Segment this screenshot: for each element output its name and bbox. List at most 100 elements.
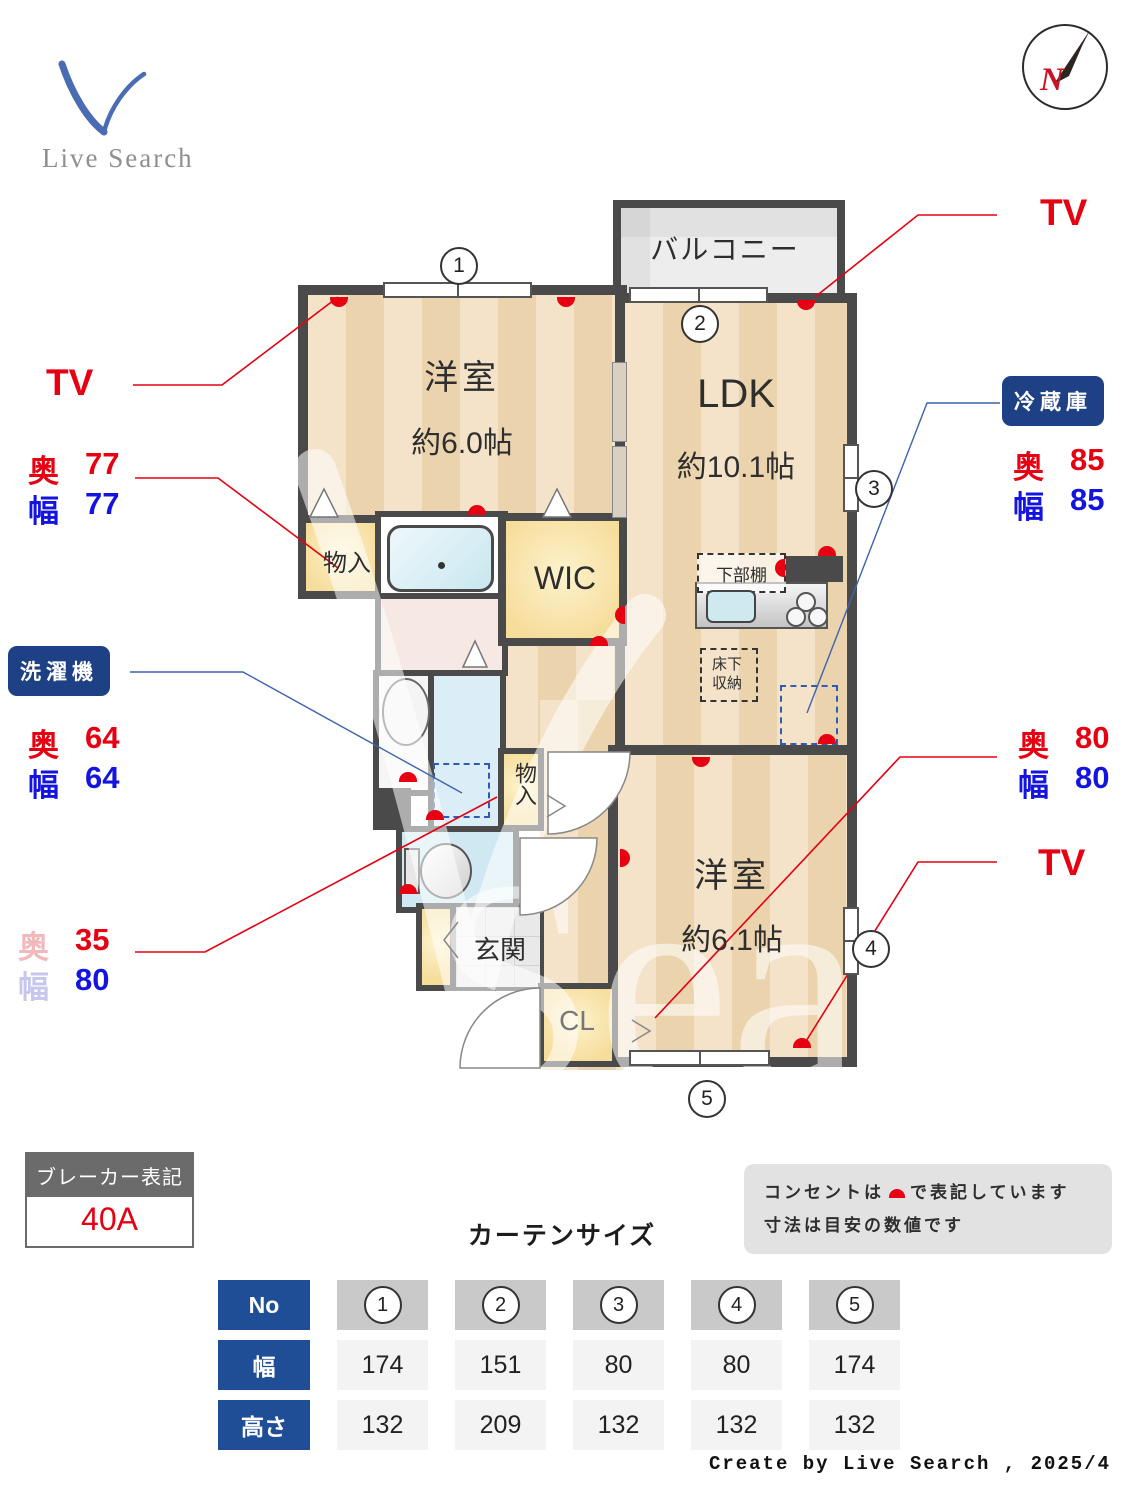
table-col-4: 4 [691,1280,782,1330]
tv-label-right-bottom: TV [1038,842,1086,883]
note-line1-prefix: コンセントは [764,1183,884,1202]
width-cell-5: 174 [809,1340,900,1390]
ldk-size: 約10.1帖 [676,451,796,484]
curtain-table-title: カーテンサイズ [467,1222,657,1250]
kitchen-shelf-label: 下部棚 [716,565,767,585]
width-key: 幅 [18,970,49,1005]
bedroom1-size: 約6.0帖 [411,427,513,460]
width-value: 80 [1075,760,1110,795]
bedroom-2 [608,745,857,1067]
washroom [375,593,508,676]
window-2 [629,287,768,303]
table-col-3: 3 [573,1280,664,1330]
note-line-2: 寸法は目安の数値です [764,1216,964,1236]
window-tag-number: 5 [701,1087,713,1110]
window-tag-number: 4 [865,937,877,960]
window-tag-1: 1 [440,247,478,285]
outlet-icon [818,734,836,744]
closet-width-measure: 幅 80 [1018,760,1109,805]
width-key: 幅 [28,768,59,803]
depth-key: 奥 [1018,728,1049,763]
width-value: 64 [85,760,120,795]
circled-number: 3 [599,1286,638,1324]
fridge-width-measure: 幅 85 [1013,482,1104,527]
outlet-icon [330,297,348,307]
bedroom2-size: 約6.1帖 [681,924,783,957]
storage-lower-label: 物入 [512,762,537,806]
legend-note: コンセントは で表記しています 寸法は目安の数値です [744,1164,1112,1255]
depth-value: 77 [85,446,120,481]
breaker-title: ブレーカー表記 [27,1154,192,1197]
bathtub [387,525,494,592]
table-col-2: 2 [455,1280,546,1330]
table-col-5: 5 [809,1280,900,1330]
window-tag-number: 2 [694,312,706,335]
compass-needle-icon [1054,30,1090,84]
closet-label: CL [559,1005,595,1036]
balcony-label: バルコニー [650,234,800,265]
note-line-1: コンセントは で表記しています [764,1176,1092,1209]
shoe-cabinet [416,903,456,991]
depth-value: 85 [1070,442,1105,477]
washer-depth-measure: 奥 64 [28,720,119,765]
table-header-no: No [218,1280,310,1330]
height-cell-3: 132 [573,1400,664,1450]
window-tag-number: 1 [453,254,465,277]
depth-value: 35 [75,922,110,957]
outlet-icon [889,1189,905,1198]
washer-width-measure: 幅 64 [28,760,119,805]
width-cell-1: 174 [337,1340,428,1390]
height-cell-5: 132 [809,1400,900,1450]
wic-label: WIC [533,560,597,596]
table-header-height: 高さ [218,1400,310,1450]
width-value: 80 [75,962,110,997]
width-key: 幅 [1018,768,1049,803]
fridge-badge: 冷蔵庫 [1002,376,1104,426]
compass-icon: N [1022,24,1108,110]
bedroom2-name: 洋室 [694,857,770,895]
window-tag-2: 2 [681,305,719,343]
outlet-icon [797,300,815,310]
storage-depth-measure: 奥 77 [28,446,119,491]
storage-width-measure: 幅 77 [28,486,119,531]
width-cell-4: 80 [691,1340,782,1390]
table-col-1: 1 [337,1280,428,1330]
credit-text: Create by Live Search , 2025/4 [708,1453,1111,1475]
window-tag-5: 5 [688,1080,726,1118]
note-line1-suffix: で表記しています [910,1183,1070,1202]
circled-number: 1 [363,1286,402,1324]
bedroom-1 [298,285,627,527]
height-cell-2: 209 [455,1400,546,1450]
window-3 [843,444,859,512]
sliding-partition [612,362,627,442]
depth-key: 奥 [28,728,59,763]
tv-label-right-top: TV [1040,192,1088,233]
toilet-width-measure: 幅 80 [18,962,109,1007]
logo-text: Live Search [42,143,194,173]
width-key: 幅 [1013,490,1044,525]
width-value: 77 [85,486,120,521]
bedroom1-name: 洋室 [424,359,500,397]
window-tag-3: 3 [855,470,893,508]
width-key: 幅 [28,494,59,529]
window-tag-number: 3 [868,477,880,500]
washbasin [382,678,430,746]
width-value: 85 [1070,482,1105,517]
circled-number: 4 [717,1286,756,1324]
outlet-icon [775,559,785,577]
entrance-label: 玄関 [473,935,526,965]
closet-depth-measure: 奥 80 [1018,720,1109,765]
width-cell-2: 151 [455,1340,546,1390]
kitchen-shelf-box: 下部棚 [697,553,786,593]
sliding-partition [612,446,627,518]
depth-key: 奥 [28,454,59,489]
circled-number: 2 [481,1286,520,1324]
floor-storage-label: 床下収納 [712,656,743,692]
outlet-icon [557,297,575,307]
logo-v-icon [58,60,147,136]
toilet-bowl [420,843,472,899]
stove-burner-icon [808,607,828,627]
window-5 [629,1050,770,1066]
